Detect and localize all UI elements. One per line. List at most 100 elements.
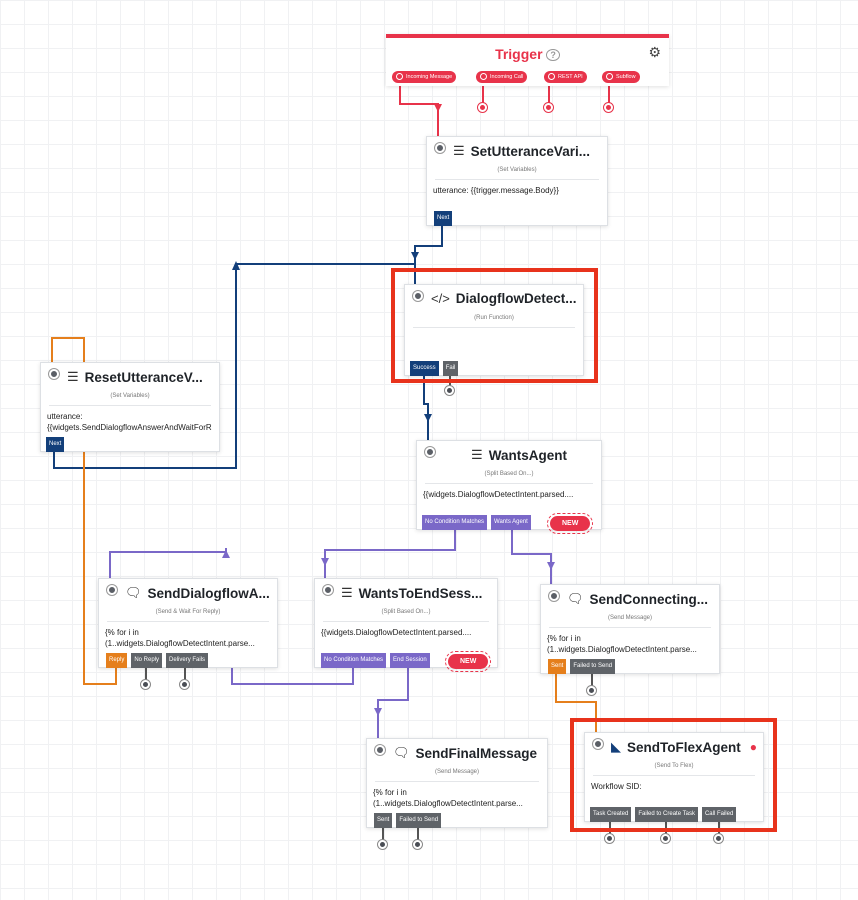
widget-subtitle: (Set Variables) [110,393,150,399]
widget-title: ☰ResetUtteranceV... [67,369,203,385]
sliders-icon: ☰ [471,447,483,462]
port-failed-to-send[interactable]: Failed to Send [396,813,442,828]
widget-body: {% for i in (1..widgets.DialogflowDetect… [105,628,255,648]
sliders-icon: ☰ [453,143,465,158]
trigger-widget[interactable]: Trigger ? ⚙ Incoming Message Incoming Ca… [386,34,669,86]
fail-dot[interactable] [445,386,454,395]
help-icon[interactable]: ? [546,49,560,62]
widget-body: {{widgets.DialogflowDetectIntent.parsed.… [321,628,472,637]
divider [435,179,599,180]
widget-title: 🗨SendConnecting... [567,591,709,607]
divider [549,627,711,628]
wire-success-to-wantsagent [423,376,429,442]
widget-subtitle: (Send Message) [434,769,480,775]
widget-handle[interactable] [413,291,423,301]
failed-to-send-dot[interactable] [587,686,596,695]
failed-to-create-task-dot[interactable] [661,834,670,843]
trigger-chip-incoming-message[interactable]: Incoming Message [392,71,457,83]
chat-icon: 🗨 [393,745,410,760]
widget-handle[interactable] [323,585,333,595]
widget-handle[interactable] [435,143,445,153]
port-wants-agent[interactable]: Wants Agent [491,515,531,530]
failed-to-send-dot[interactable] [413,840,422,849]
widget-dialogflow-detect[interactable]: </>DialogflowDetect... (Run Function) Su… [404,284,584,376]
trigger-chip-subflow[interactable]: Subflow [602,71,640,83]
widget-send-dialogflow[interactable]: 🗨SendDialogflowA... (Send & Wait For Rep… [98,578,278,668]
port-end-session[interactable]: End Session [390,653,430,668]
widget-body: utterance: {{widgets.SendDialogflowAnswe… [47,412,212,432]
widget-subtitle: (Send & Wait For Reply) [155,609,221,615]
widget-body: {% for i in (1..widgets.DialogflowDetect… [547,634,697,654]
port-next[interactable]: Next [434,211,453,226]
wire-reset-loop [53,263,415,469]
sent-dot[interactable] [378,840,387,849]
trigger-subflow-dot[interactable] [604,103,613,112]
widget-handle[interactable] [425,447,435,457]
divider [107,621,269,622]
port-success[interactable]: Success [410,361,439,376]
widget-body: {{widgets.DialogflowDetectIntent.parsed.… [423,490,574,499]
delivery-fails-dot[interactable] [180,680,189,689]
widget-send-connecting[interactable]: 🗨SendConnecting... (Send Message) {% for… [540,584,720,674]
trigger-title: Trigger ? [386,46,669,62]
no-reply-dot[interactable] [141,680,150,689]
error-icon[interactable]: ● [749,740,757,754]
widget-wants-agent[interactable]: ☰WantsAgent (Split Based On...) {{widget… [416,440,602,530]
widget-subtitle: (Send To Flex) [654,763,694,769]
widget-subtitle: (Set Variables) [497,167,537,173]
widget-handle[interactable] [49,369,59,379]
port-no-reply[interactable]: No Reply [131,653,163,668]
widget-title: ☰WantsAgent [471,447,567,463]
code-icon: </> [431,291,450,306]
port-delivery-fails[interactable]: Delivery Fails [166,653,209,668]
widget-body: {% for i in (1..widgets.DialogflowDetect… [373,788,523,808]
task-created-dot[interactable] [605,834,614,843]
new-badge[interactable]: NEW [444,651,492,672]
widget-title: ☰SetUtteranceVari... [453,143,590,159]
trigger-call-dot[interactable] [478,103,487,112]
call-failed-dot[interactable] [714,834,723,843]
widget-send-final[interactable]: 🗨SendFinalMessage (Send Message) {% for … [366,738,548,828]
divider [593,775,755,776]
widget-reset-utterance[interactable]: ☰ResetUtteranceV... (Set Variables) utte… [40,362,220,452]
trigger-chip-rest-api[interactable]: REST API [544,71,587,83]
widget-send-to-flex[interactable]: ◣SendToFlexAgent● (Send To Flex) Workflo… [584,732,764,822]
widget-title: ☰WantsToEndSess... [341,585,483,601]
trigger-chip-incoming-call[interactable]: Incoming Call [476,71,528,83]
divider [413,327,575,328]
port-fail[interactable]: Fail [442,361,459,376]
wire-sent-to-flex [555,674,597,734]
widget-subtitle: (Run Function) [474,315,514,321]
port-sent[interactable]: Sent [374,813,393,828]
divider [425,483,593,484]
chat-icon: 🗨 [125,585,142,600]
widget-title: 🗨SendDialogflowA... [125,585,270,601]
port-call-failed[interactable]: Call Failed [701,807,737,822]
port-task-created[interactable]: Task Created [590,807,632,822]
port-reply[interactable]: Reply [106,653,128,668]
gear-icon[interactable]: ⚙ [648,44,661,60]
trigger-api-dot[interactable] [544,103,553,112]
port-no-condition[interactable]: No Condition Matches [422,515,488,530]
port-failed-to-create-task[interactable]: Failed to Create Task [635,807,698,822]
sliders-icon: ☰ [341,585,353,600]
wire-nocond-to-wantstoend [324,530,456,580]
port-sent[interactable]: Sent [548,659,567,674]
new-badge[interactable]: NEW [546,513,594,534]
widget-set-utterance[interactable]: ☰SetUtteranceVari... (Set Variables) utt… [426,136,608,226]
wire-trigger-arrow [434,104,442,112]
widget-handle[interactable] [549,591,559,601]
divider [375,781,539,782]
port-failed-to-send[interactable]: Failed to Send [570,659,616,674]
widget-handle[interactable] [593,739,603,749]
widget-handle[interactable] [375,745,385,755]
port-next[interactable]: Next [46,437,65,452]
widget-wants-to-end[interactable]: ☰WantsToEndSess... (Split Based On...) {… [314,578,498,668]
wire-reply-to-reset [51,337,117,685]
port-no-condition[interactable]: No Condition Matches [321,653,387,668]
widget-handle[interactable] [107,585,117,595]
widget-title: </>DialogflowDetect... [431,291,577,306]
divider [49,405,211,406]
wire-endsession-to-final [377,668,409,740]
widget-subtitle: (Send Message) [607,615,653,621]
